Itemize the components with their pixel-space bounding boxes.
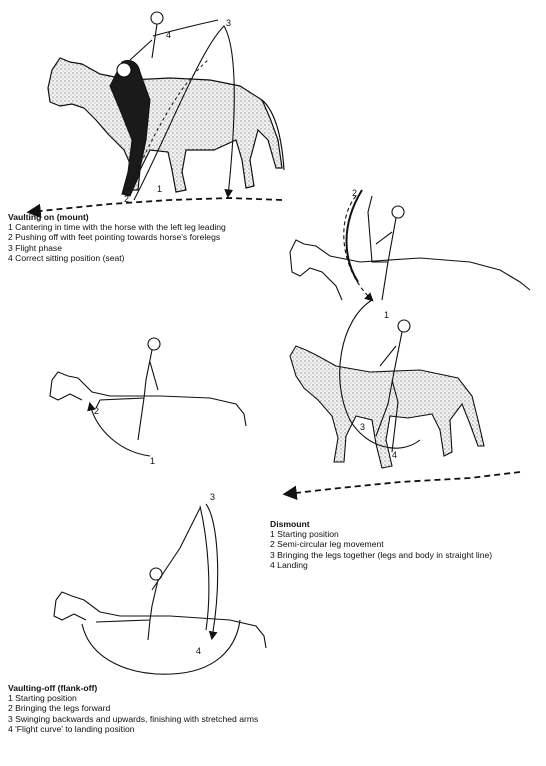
dismount-marker-4: 4 [392,450,397,460]
dismount-horse-upper [290,240,530,300]
flank-start-marker-1: 1 [150,456,155,466]
dismount-caption-title: Dismount [270,519,492,529]
dismount-ground-arrow [286,472,520,494]
flank-start-marker-2: 2 [94,406,99,416]
dismount-marker-3: 3 [360,422,365,432]
dismount-step-1: 1 Starting position [270,529,492,539]
mount-vaulter-head [117,63,131,77]
dismount-marker-1: 1 [384,310,389,320]
mount-step-4: 4 Correct sitting position (seat) [8,253,226,263]
flank-swing-marker-3: 3 [210,492,215,502]
dismount-step-4: 4 Landing [270,560,492,570]
dismount-arc-2-outer [347,190,363,282]
flank-swing-circle [82,620,240,674]
flank-off-caption: Vaulting-off (flank-off) 1 Starting posi… [8,683,308,734]
mount-figure: 1 2 3 4 [30,12,284,212]
mount-caption: Vaulting on (mount) 1 Cantering in time … [8,212,226,263]
mount-step-2: 2 Pushing off with feet pointing towards… [8,232,226,242]
mount-marker-4: 4 [166,30,171,40]
flank-off-swing-figure: 3 4 [54,492,266,674]
flank-swing-vaulter [96,508,200,640]
flank-off-step-1: 1 Starting position [8,693,308,703]
flank-off-start-figure: 1 2 [50,338,246,466]
mount-marker-1: 1 [157,184,162,194]
dismount-marker-2: 2 [352,188,357,198]
dismount-vaulter-lower-head [398,320,410,332]
dismount-figure: 1 2 3 4 [286,188,530,494]
flank-swing-marker-4: 4 [196,646,201,656]
dismount-step-3: 3 Bringing the legs together (legs and b… [270,550,492,560]
flank-off-step-4: 4 'Flight curve' to landing position [8,724,308,734]
mount-marker-3: 3 [226,18,231,28]
flank-swing-flight-arc-2 [200,506,209,630]
dismount-vaulter-upper-head [392,206,404,218]
flank-off-step-2: 2 Bringing the legs forward [8,703,308,713]
flank-off-step-3: 3 Swinging backwards and upwards, finish… [8,714,308,724]
flank-start-horse [50,372,246,426]
dismount-step-2: 2 Semi-circular leg movement [270,539,492,549]
dismount-caption: Dismount 1 Starting position 2 Semi-circ… [270,519,492,570]
mount-step-1: 1 Cantering in time with the horse with … [8,222,226,232]
mount-ground-arrow [30,198,282,212]
mount-marker-2: 2 [124,194,129,204]
mount-caption-title: Vaulting on (mount) [8,212,226,222]
flank-off-caption-title: Vaulting-off (flank-off) [8,683,308,693]
mount-step-3: 3 Flight phase [8,243,226,253]
flank-start-vaulter-head [148,338,160,350]
mount-horse [48,58,282,192]
